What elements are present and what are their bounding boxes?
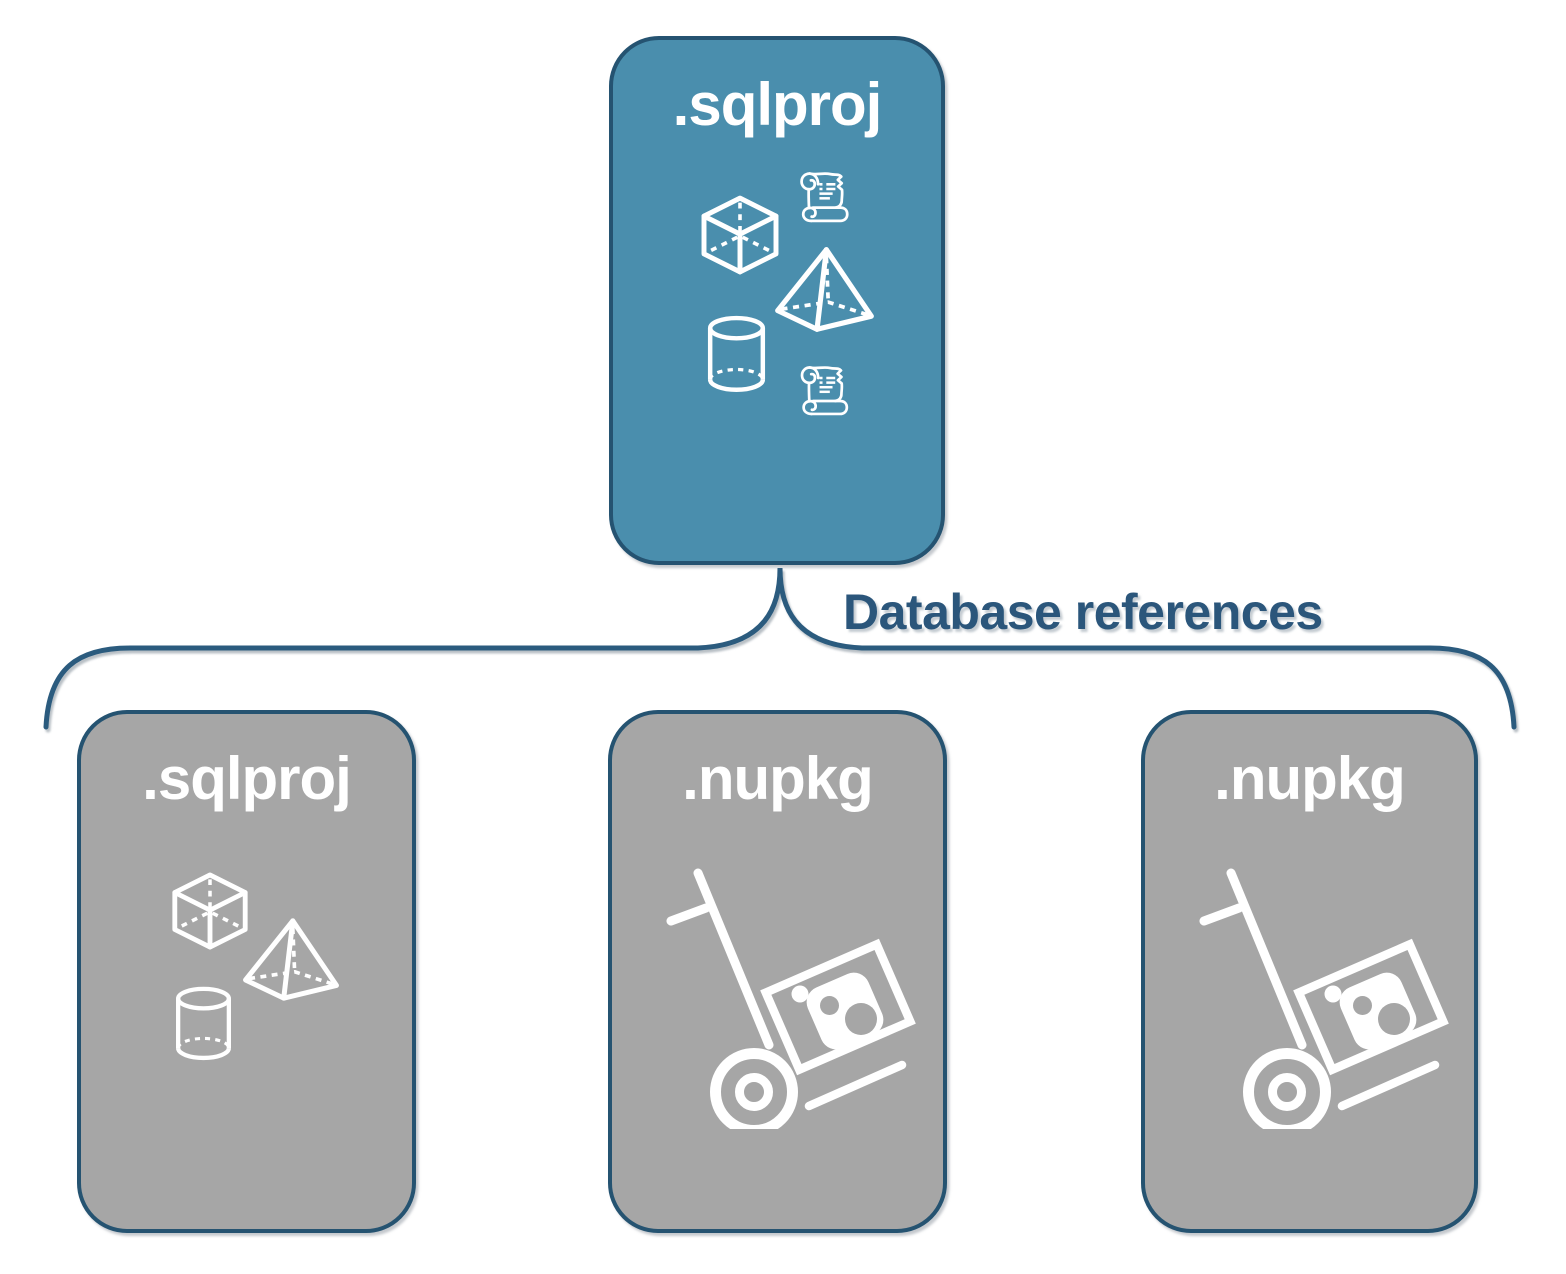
cylinder-icon [704, 314, 769, 395]
root-sqlproj-box: .sqlproj [609, 36, 945, 565]
package-dolly-icon [1199, 864, 1449, 1129]
script-scroll-icon [798, 170, 853, 225]
pyramid-icon [241, 916, 341, 1003]
child-box-title: .nupkg [682, 745, 874, 812]
child-nupkg-box-2: .nupkg [1141, 710, 1478, 1233]
child-sqlproj-box: .sqlproj [77, 710, 416, 1233]
cube-icon [695, 192, 785, 278]
child-box-title: .nupkg [1214, 745, 1406, 812]
pyramid-icon [773, 245, 876, 334]
cylinder-icon [171, 985, 236, 1063]
child-box-title: .sqlproj [142, 745, 352, 812]
package-dolly-icon [666, 864, 916, 1129]
script-scroll-icon [798, 364, 853, 418]
root-box-title: .sqlproj [672, 71, 883, 138]
child-nupkg-box-1: .nupkg [608, 710, 947, 1233]
connector-label: Database references [843, 584, 1323, 640]
